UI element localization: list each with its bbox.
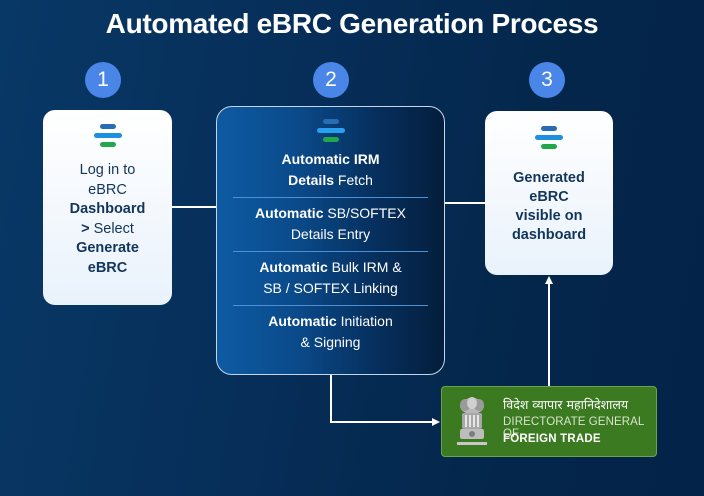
arrow-right-icon	[432, 418, 440, 426]
connector-dgft-to-step3	[548, 282, 550, 386]
national-emblem-icon	[457, 397, 487, 445]
dgft-logo: विदेश व्यापार महानिदेशालय DIRECTORATE GE…	[441, 386, 657, 457]
step-1-line: Log in to	[79, 162, 136, 178]
divider	[233, 197, 428, 198]
step-3-text: Generated eBRC visible on dashboard	[511, 170, 587, 243]
substep-sb-softex-entry: Automatic SB/SOFTEX Details Entry	[255, 205, 406, 242]
ebrc-logo-icon	[485, 126, 613, 149]
substep-initiation-signing: Automatic Initiation & Signing	[268, 313, 393, 350]
divider	[233, 305, 428, 306]
substep-irm-fetch: Automatic IRM Details Fetch	[281, 151, 380, 188]
step-3-card: Generated eBRC visible on dashboard	[485, 111, 613, 275]
step-1-line: eBRC	[88, 181, 127, 198]
step-2-badge: 2	[313, 62, 349, 98]
step-2-card: Automatic IRM Details Fetch Automatic SB…	[216, 106, 445, 375]
step-1-line: Generate	[76, 240, 139, 256]
step-1-line: Dashboard	[69, 201, 146, 217]
step-1-badge: 1	[85, 62, 121, 98]
divider	[233, 251, 428, 252]
page-title: Automated eBRC Generation Process	[105, 8, 599, 39]
connector-step2-step3	[445, 202, 485, 204]
connector-step2-down	[330, 375, 332, 422]
ebrc-logo-icon	[217, 119, 444, 142]
connector-to-dgft	[330, 421, 434, 423]
arrow-up-icon	[545, 276, 553, 284]
connector-step1-step2	[172, 206, 216, 208]
substep-bulk-linking: Automatic Bulk IRM & SB / SOFTEX Linking	[259, 259, 402, 296]
step-1-line: > Select	[81, 220, 134, 237]
dgft-hindi-name: विदेश व्यापार महानिदेशालय	[503, 397, 629, 412]
dgft-english-line2: FOREIGN TRADE	[503, 433, 601, 445]
step-1-line: eBRC	[87, 259, 128, 276]
dgft-english-line1: DIRECTORATE GENERAL OF	[503, 416, 644, 440]
ebrc-logo-icon	[43, 124, 172, 147]
step-3-badge: 3	[529, 62, 565, 98]
